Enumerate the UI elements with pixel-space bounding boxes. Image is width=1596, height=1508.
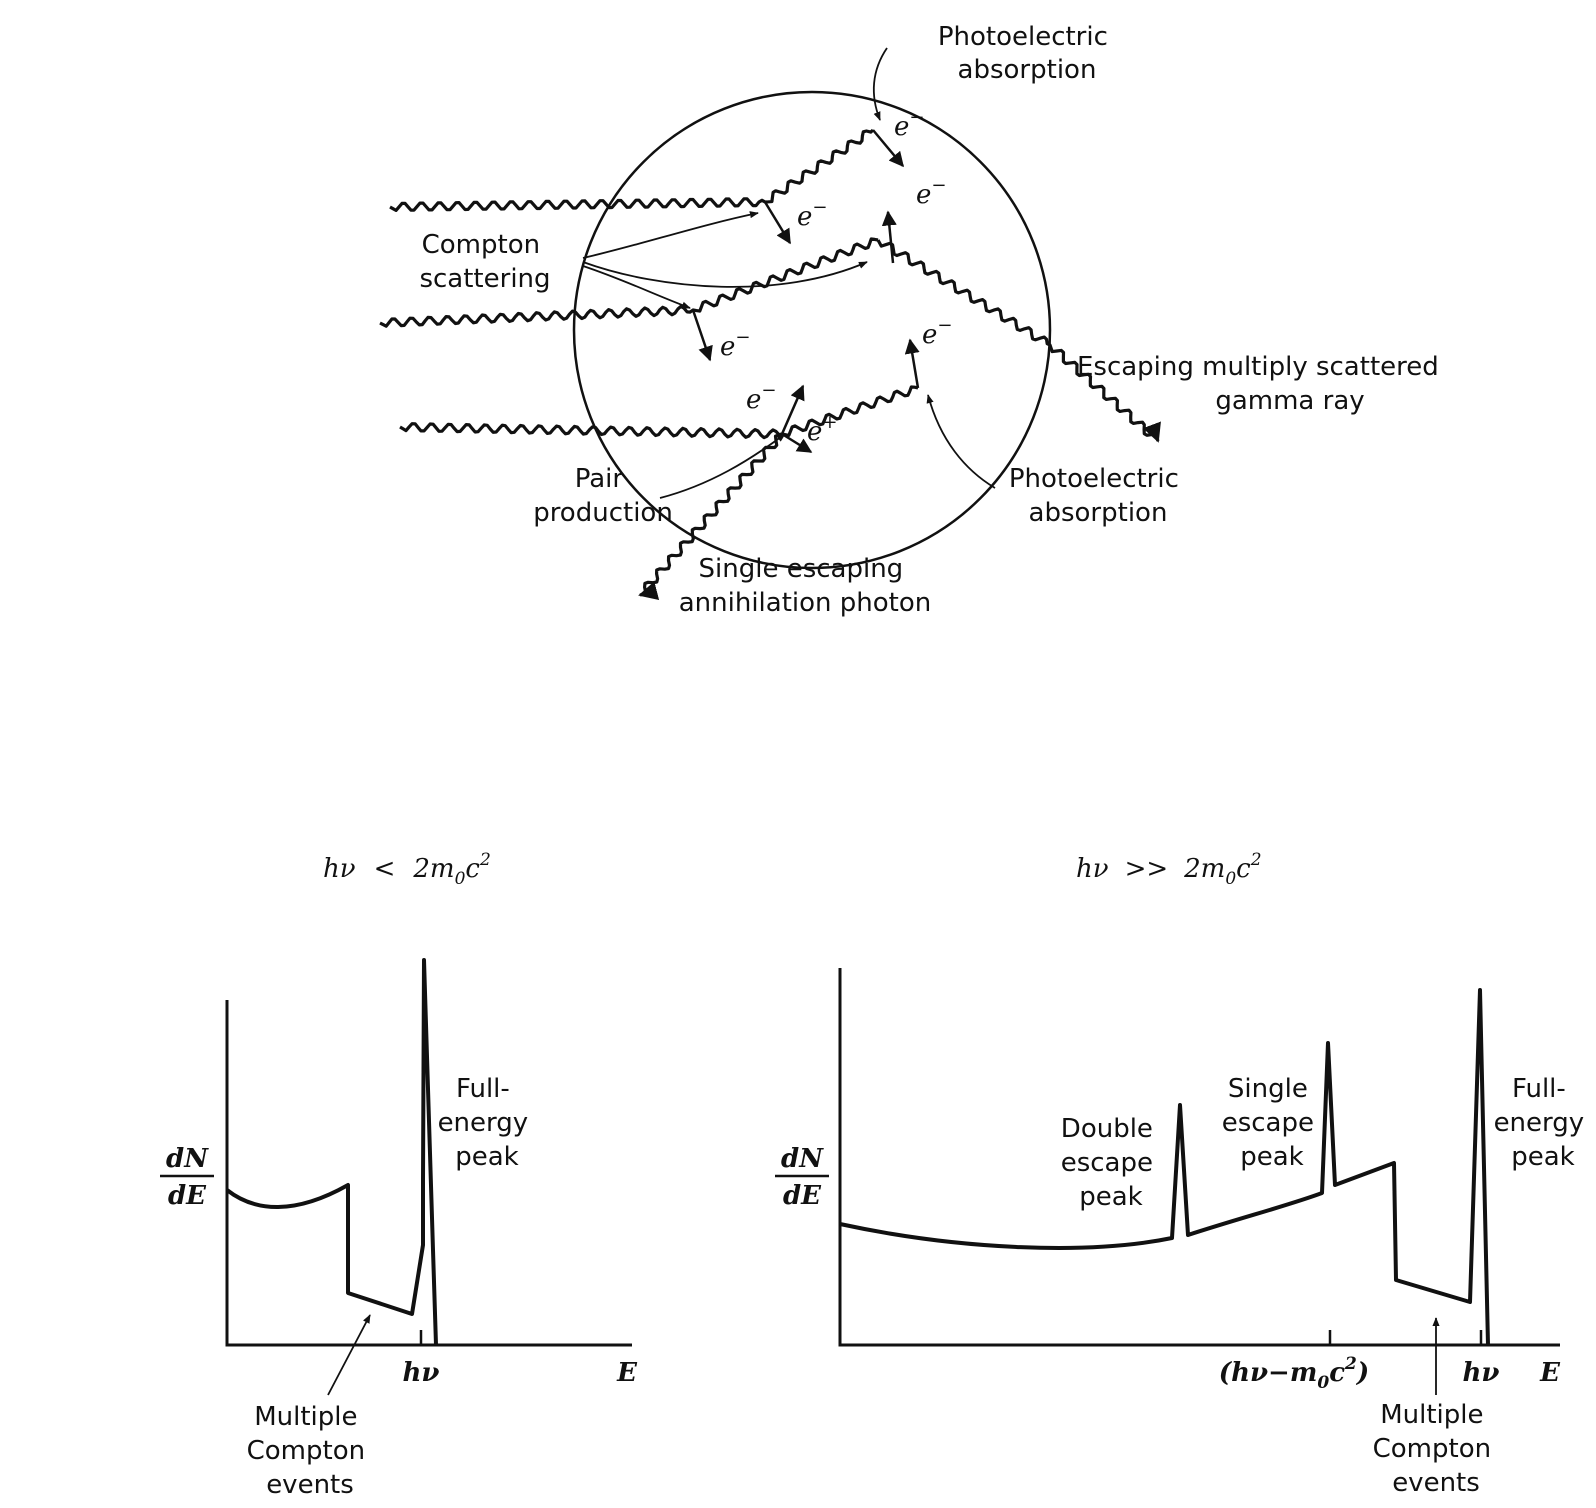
tick-hv-label: hν	[1463, 1358, 1500, 1388]
x-axis-label: E	[1539, 1358, 1561, 1388]
electron-label: e−	[746, 380, 776, 415]
electron-label: e−	[922, 315, 952, 350]
photoelectric-absorption-label-top: Photoelectric absorption	[938, 22, 1116, 85]
spectrum-right-ylabel: dN dE	[775, 1144, 829, 1211]
detector-diagram: e− e− e− e− e− e− e+ Photoelectric absor…	[379, 22, 1447, 618]
electron-label: e−	[894, 107, 924, 142]
spectrum-high-energy: hν>>2m0c2 dN dE (hν−m0c2) hν E Double es…	[775, 850, 1593, 1498]
svg-text:dE: dE	[783, 1181, 822, 1211]
electron-label: e−	[797, 197, 827, 232]
detector-circle	[572, 90, 1052, 570]
photoelectric-absorption-label-bottom: Photoelectric absorption	[1009, 464, 1187, 528]
spectrum-right-title: hν>>2m0c2	[1076, 850, 1262, 889]
gamma-ray-path	[389, 128, 875, 212]
compton-scattering-label: Compton scattering	[419, 230, 550, 294]
spectrum-left-ylabel: dN dE	[160, 1144, 214, 1211]
single-escape-peak-label: Single escape peak	[1222, 1074, 1323, 1172]
spectrum-left-curve	[225, 958, 438, 1346]
label-pointers	[582, 47, 996, 499]
x-axis-label: E	[616, 1358, 638, 1388]
escaping-scattered-gamma-label: Escaping multiply scattered gamma ray	[1077, 352, 1447, 416]
particle-labels: e− e− e− e− e− e− e+	[720, 107, 952, 447]
gamma-ray-path	[638, 432, 783, 600]
electron-tracks	[691, 129, 920, 454]
gamma-ray-path	[876, 239, 1161, 443]
svg-text:dN: dN	[781, 1144, 824, 1174]
multiple-compton-label: Multiple Compton events	[247, 1402, 374, 1500]
pair-production-label: Pair production	[533, 464, 673, 528]
double-escape-peak-label: Double escape peak	[1061, 1114, 1162, 1212]
spectrum-right-curve	[839, 988, 1490, 1346]
multiple-compton-pointer	[327, 1314, 371, 1396]
gamma-ray-paths	[379, 128, 1161, 600]
spectrum-left-axes	[225, 1000, 632, 1347]
full-energy-peak-label: Full- energy peak	[1494, 1074, 1593, 1172]
multiple-compton-label: Multiple Compton events	[1373, 1400, 1500, 1498]
tick-hv-label: hν	[403, 1358, 440, 1388]
electron-label: e−	[720, 327, 750, 362]
gamma-ray-path	[379, 237, 879, 328]
spectrum-left-title: hν<2m0c2	[323, 850, 491, 889]
tick-single-escape-label: (hν−m0c2)	[1219, 1354, 1369, 1393]
single-escaping-photon-label: Single escaping annihilation photon	[679, 554, 932, 618]
svg-text:dE: dE	[168, 1181, 207, 1211]
full-energy-peak-label: Full- energy peak	[438, 1074, 537, 1172]
electron-label: e−	[916, 175, 946, 210]
spectrum-right-axes	[838, 968, 1560, 1347]
spectrum-low-energy: hν<2m0c2 dN dE hν E Full- energy peak Mu…	[160, 850, 638, 1500]
svg-text:dN: dN	[166, 1144, 209, 1174]
gamma-ray-path	[399, 422, 783, 440]
gamma-ray-path	[781, 385, 919, 437]
positron-label: e+	[807, 412, 837, 447]
